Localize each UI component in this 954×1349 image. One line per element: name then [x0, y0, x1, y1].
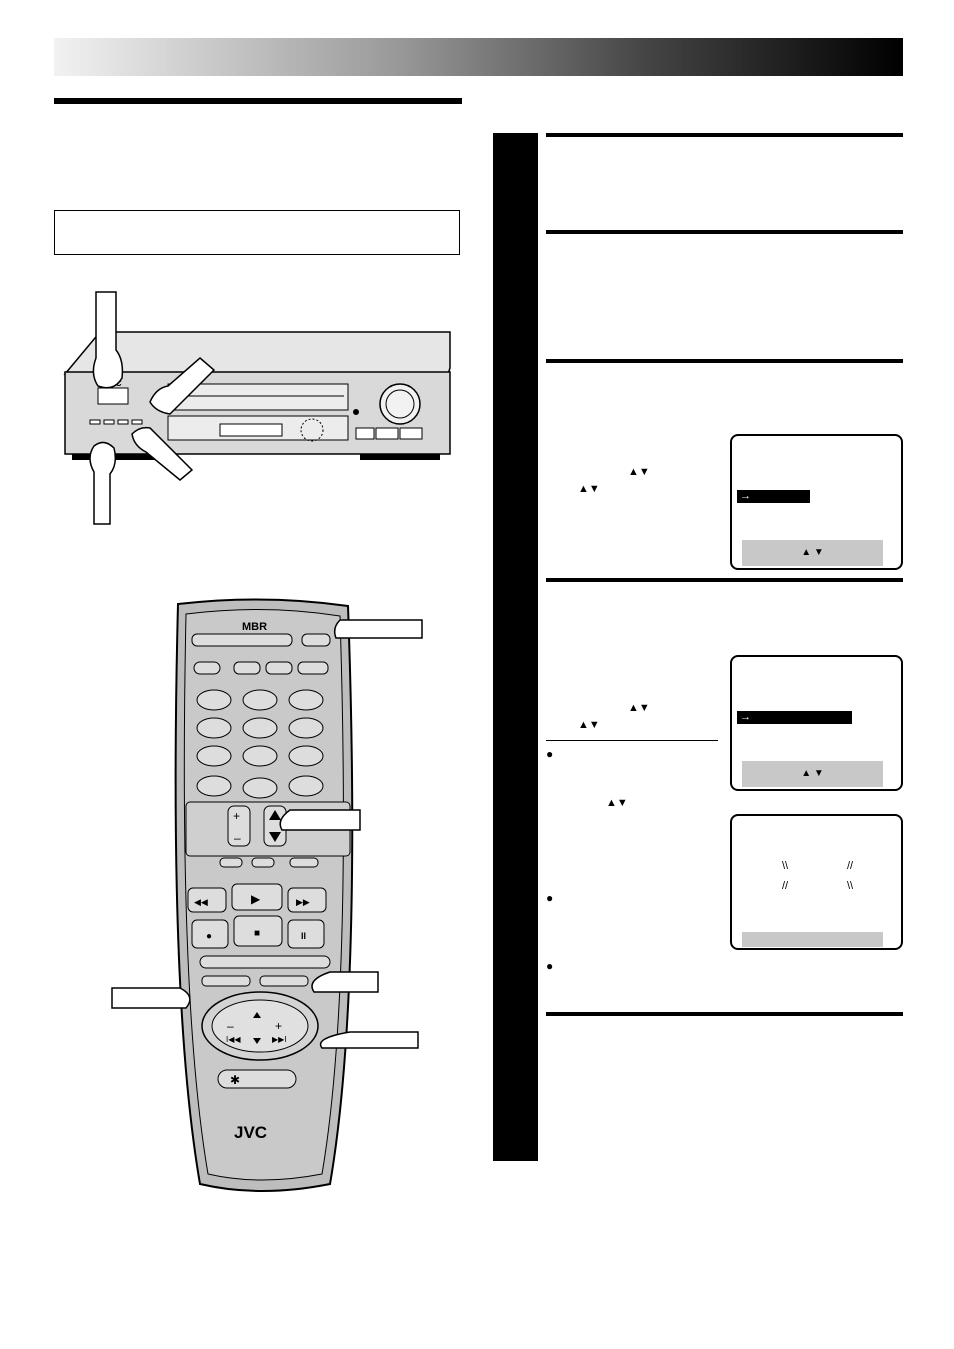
remote-rec-button — [191, 919, 229, 949]
remote-play-button — [231, 883, 283, 911]
hand-pointer-diagonal-top — [149, 357, 216, 415]
remote-rew-button — [187, 887, 227, 913]
hand-pointer-top — [92, 291, 124, 389]
hand-pointer-bottom — [89, 441, 117, 525]
hand-pointer-remote-top — [333, 619, 423, 639]
on-screen-display-2: → ▲ ▼ — [730, 655, 903, 791]
remote-number-keypad — [196, 689, 324, 799]
remote-vol-minus: – — [234, 831, 241, 845]
vcr-illustration: JVC — [63, 291, 451, 525]
note-bullet-1: ● — [546, 747, 554, 761]
remote-nav-skip-back: I◀◀ — [226, 1035, 241, 1044]
remote-rec-symbol: ● — [206, 931, 212, 942]
remote-vol-plus: + — [233, 809, 240, 823]
vcr-sensor — [300, 418, 324, 442]
remote-rew-symbol: ◀◀ — [194, 897, 208, 907]
step-3-rule — [546, 359, 903, 363]
header-bar — [54, 38, 903, 76]
hand-pointer-remote-menu — [111, 987, 191, 1009]
step-number-column — [493, 133, 538, 1161]
screen-1-footer-bar: ▲ ▼ — [742, 540, 883, 566]
step-2-rule — [546, 230, 903, 234]
note-bullet-2: ● — [546, 891, 554, 905]
remote-ff-button — [287, 887, 327, 913]
remote-stop-button — [233, 915, 283, 947]
remote-stop-symbol: ■ — [254, 928, 260, 939]
screen-3-mark-4: \\ — [847, 880, 854, 892]
step-3-arrow-glyph-b: ▲▼ — [578, 483, 600, 495]
vcr-stop-button — [355, 427, 375, 440]
remote-mbr-label: MBR — [242, 621, 267, 633]
note-box — [54, 210, 460, 255]
remote-pause-symbol: II — [301, 931, 306, 941]
remote-pause-button — [287, 919, 325, 949]
vcr-display-window — [219, 423, 283, 437]
step-4-arrow-glyph-a: ▲▼ — [628, 702, 650, 714]
hand-pointer-remote-nav — [319, 1031, 419, 1049]
remote-illustration: MBR + – ◀◀ ▶ ▶▶ ● ■ II – + I◀◀ ▶▶I ✱ JVC — [111, 598, 423, 1192]
note-arrow-glyph: ▲▼ — [606, 797, 628, 809]
vcr-rec-led — [353, 409, 359, 415]
screen-1-selection-bar: → — [737, 490, 810, 503]
screen-3-footer-bar — [742, 932, 883, 947]
step-3-arrow-glyph-a: ▲▼ — [628, 466, 650, 478]
remote-volume-button — [227, 805, 251, 847]
remote-play-symbol: ▶ — [251, 892, 261, 906]
remote-nav-skip-fwd: ▶▶I — [272, 1035, 287, 1044]
step-1-rule — [546, 133, 903, 137]
step-4-arrow-glyph-b: ▲▼ — [578, 719, 600, 731]
screen-2-footer-bar: ▲ ▼ — [742, 761, 883, 787]
remote-ff-symbol: ▶▶ — [296, 897, 310, 907]
section-title-rule — [54, 98, 462, 104]
remote-menu-button — [201, 975, 251, 987]
vcr-foot-right — [360, 454, 440, 460]
note-bullet-3: ● — [546, 959, 554, 973]
hand-pointer-remote-channel — [279, 809, 361, 831]
step-4-rule — [546, 578, 903, 582]
vcr-play-button — [399, 427, 423, 440]
remote-brand-label: JVC — [234, 1123, 267, 1142]
vcr-rec-button — [375, 427, 399, 440]
step-4-note-rule — [546, 740, 718, 741]
on-screen-display-1: → ▲ ▼ — [730, 434, 903, 570]
remote-light-button — [217, 1069, 297, 1089]
vcr-foot-left — [72, 454, 172, 460]
vcr-power-button — [97, 387, 129, 405]
hand-pointer-remote-ok — [311, 971, 379, 993]
on-screen-display-3: \\ // // \\ — [730, 814, 903, 950]
remote-light-symbol: ✱ — [230, 1073, 240, 1087]
vcr-cassette-slot — [167, 383, 349, 411]
remote-power-button — [191, 633, 293, 647]
remote-tv-button — [301, 633, 331, 647]
step-5-rule — [546, 1012, 903, 1016]
screen-3-mark-2: // — [847, 860, 854, 872]
screen-3-mark-3: // — [782, 880, 789, 892]
screen-2-selection-bar: → — [737, 711, 852, 724]
remote-nav-plus: + — [275, 1019, 282, 1033]
hand-pointer-diagonal-bottom — [131, 426, 194, 481]
remote-ok-button — [259, 975, 309, 987]
remote-nav-minus: – — [227, 1019, 234, 1033]
screen-3-mark-1: \\ — [782, 860, 789, 872]
